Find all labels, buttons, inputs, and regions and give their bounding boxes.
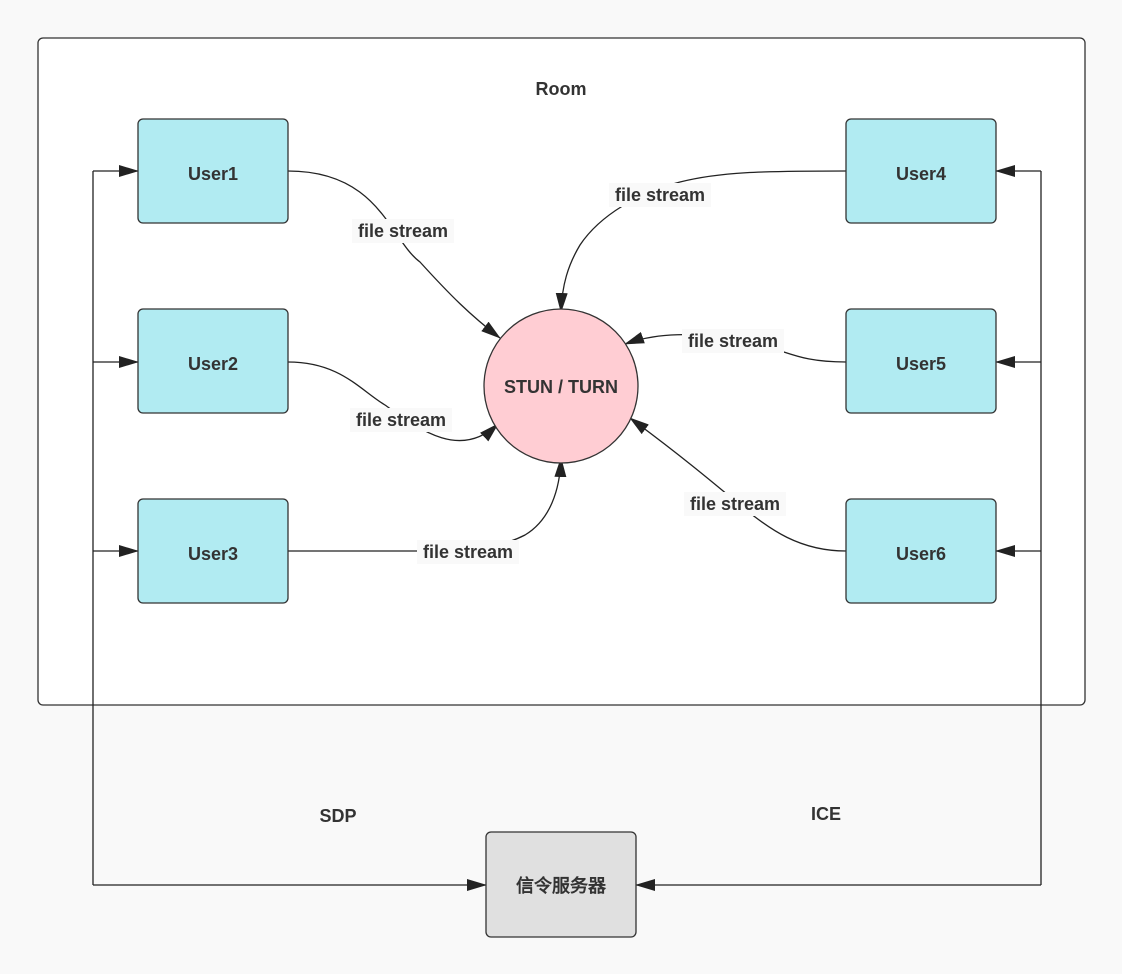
- svg-text:file stream: file stream: [356, 410, 446, 430]
- room-label: Room: [536, 79, 587, 99]
- edge-user1-stun: [287, 170, 501, 339]
- signal-server-node[interactable]: 信令服务器: [485, 831, 637, 938]
- edge-label-user1: file stream: [352, 219, 454, 243]
- user5-node[interactable]: User5: [845, 308, 997, 414]
- user4-label: User4: [896, 164, 946, 184]
- user2-node[interactable]: User2: [137, 308, 289, 414]
- edge-label-user4: file stream: [609, 183, 711, 207]
- edge-label-user5: file stream: [682, 329, 784, 353]
- edge-label-user2: file stream: [350, 408, 452, 432]
- svg-text:file stream: file stream: [688, 331, 778, 351]
- user5-label: User5: [896, 354, 946, 374]
- stun-turn-label: STUN / TURN: [504, 377, 618, 397]
- user3-label: User3: [188, 544, 238, 564]
- user3-node[interactable]: User3: [137, 498, 289, 604]
- edge-label-user6: file stream: [684, 492, 786, 516]
- ice-label: ICE: [811, 804, 841, 824]
- user6-node[interactable]: User6: [845, 498, 997, 604]
- svg-text:file stream: file stream: [690, 494, 780, 514]
- edge-user2-stun: [287, 361, 499, 442]
- sdp-label: SDP: [319, 806, 356, 826]
- user6-label: User6: [896, 544, 946, 564]
- svg-text:file stream: file stream: [615, 185, 705, 205]
- stun-turn-node[interactable]: STUN / TURN: [483, 308, 639, 464]
- edge-label-user3: file stream: [417, 540, 519, 564]
- user2-label: User2: [188, 354, 238, 374]
- user1-node[interactable]: User1: [137, 118, 289, 224]
- svg-text:file stream: file stream: [423, 542, 513, 562]
- svg-text:file stream: file stream: [358, 221, 448, 241]
- user4-node[interactable]: User4: [845, 118, 997, 224]
- signal-server-label: 信令服务器: [516, 875, 607, 896]
- user1-label: User1: [188, 164, 238, 184]
